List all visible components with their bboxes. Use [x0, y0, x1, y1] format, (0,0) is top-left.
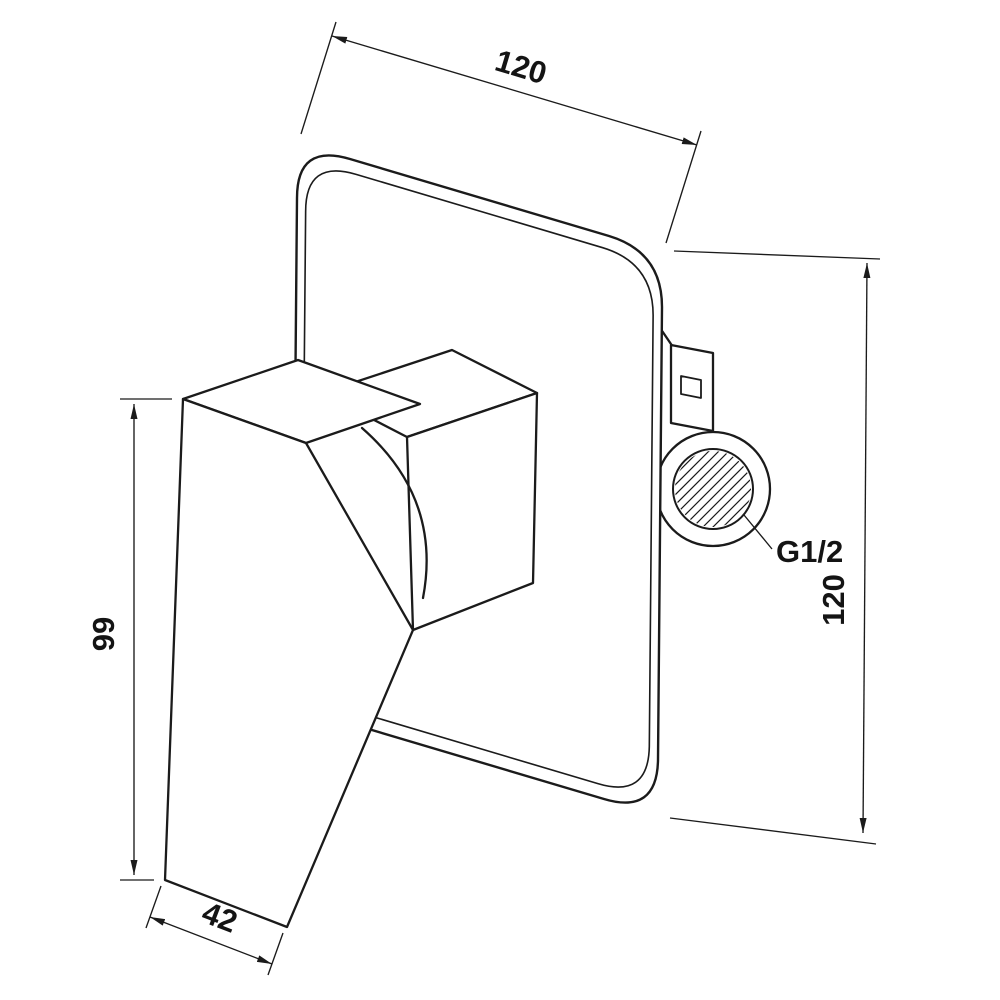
dim-right-height-text: 120: [816, 574, 851, 626]
extension-line: [300, 21, 337, 135]
mixer-handle: [163, 348, 539, 929]
extension-line: [673, 250, 881, 260]
extension-line: [267, 932, 284, 976]
dimension-right-height: 120: [669, 250, 881, 845]
dimension-line: [331, 35, 698, 146]
thread-callout: G1/2: [743, 514, 843, 569]
dimension-top-width: 120: [300, 21, 702, 244]
bracket-slot: [680, 375, 702, 399]
extension-line: [669, 817, 877, 845]
lever-front-face: [163, 397, 415, 929]
dim-top-width-text: 120: [491, 43, 551, 91]
thread-spec-text: G1/2: [776, 534, 843, 569]
extension-line: [145, 885, 162, 929]
extension-line: [665, 130, 702, 244]
port-inner-circle: [672, 448, 754, 530]
leader-line: [743, 514, 773, 550]
dimension-line: [859, 262, 871, 834]
dimension-handle-length: 99: [86, 398, 172, 881]
lever-transition-curve: [360, 426, 428, 600]
dimension-line: [149, 916, 273, 965]
dim-handle-length-text: 99: [86, 617, 121, 651]
thread-port: [654, 320, 772, 548]
